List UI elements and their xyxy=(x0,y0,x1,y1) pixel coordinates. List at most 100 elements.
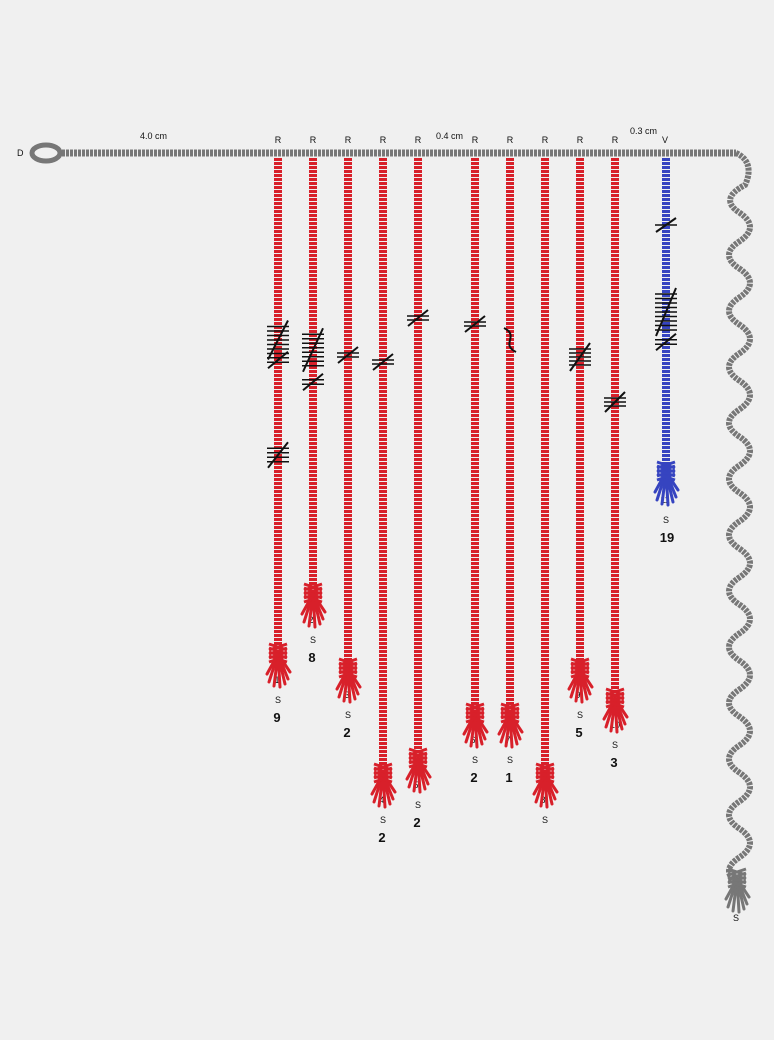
pendant-9-term: S xyxy=(577,710,583,720)
knot-slash-icon xyxy=(372,353,394,371)
knot-slash-icon xyxy=(407,309,429,327)
pendant-5-term: S xyxy=(415,800,421,810)
pendant-1-color-code: R xyxy=(275,135,282,145)
pendant-2-color-code: R xyxy=(310,135,317,145)
knots-1 xyxy=(267,320,289,469)
pendant-cord-1 xyxy=(265,158,292,689)
tassel-icon xyxy=(532,762,559,809)
primary-cord xyxy=(29,142,753,914)
pendant-4-value: 2 xyxy=(378,830,385,845)
pendant-10-term: S xyxy=(612,740,618,750)
knots-6 xyxy=(464,315,486,333)
pendant-10-value: 3 xyxy=(610,755,617,770)
pendant-3: R 3 S 2 xyxy=(343,135,351,740)
pendant-4-color-code: R xyxy=(380,135,387,145)
pendant-cord-4 xyxy=(370,158,397,809)
knots-7 xyxy=(503,327,517,353)
pendant-6-color-code: R xyxy=(472,135,479,145)
knot-slash-icon xyxy=(655,332,677,352)
pendant-6-value: 2 xyxy=(470,770,477,785)
pendant-11-term: S xyxy=(663,515,669,525)
knot-slash-icon xyxy=(604,391,626,413)
knot-slash-icon xyxy=(569,342,591,372)
pendant-1-term: S xyxy=(275,695,281,705)
knot-slash-icon xyxy=(267,441,289,469)
pendant-7-term: S xyxy=(507,755,513,765)
tassel-icon xyxy=(405,747,432,794)
pendant-10-color-code: R xyxy=(612,135,619,145)
pendant-11: V 11 S 19 xyxy=(660,135,674,545)
pendant-3-value: 2 xyxy=(343,725,350,740)
primary-cord-tail xyxy=(726,150,753,888)
pendant-cord-8 xyxy=(532,158,559,809)
knots-10 xyxy=(604,391,626,413)
pendant-cord-10 xyxy=(602,158,629,734)
tassel-icon xyxy=(653,460,680,507)
tassel-icon xyxy=(462,702,489,749)
pendant-8-term: S xyxy=(542,815,548,825)
pendant-7-value: 1 xyxy=(505,770,512,785)
knot-slash-icon xyxy=(302,327,324,373)
pendant-3-number: 3 xyxy=(344,690,349,700)
pendant-cord-7 xyxy=(497,158,524,749)
tassel-icon xyxy=(724,867,751,914)
spacing-label-1: 4.0 cm xyxy=(140,131,167,141)
pendant-3-color-code: R xyxy=(345,135,352,145)
pendant-1-value: 9 xyxy=(273,710,280,725)
pendant-1-number: 1 xyxy=(274,675,279,685)
knot-slash-icon xyxy=(655,287,677,337)
knots-3 xyxy=(337,346,359,364)
pendant-7-color-code: R xyxy=(507,135,514,145)
pendant-4-term: S xyxy=(380,815,386,825)
pendant-cord-3 xyxy=(335,158,362,704)
knots-5 xyxy=(407,309,429,327)
pendant-cord-6 xyxy=(462,158,489,749)
primary-end-tassel xyxy=(724,867,751,914)
pendant-6-term: S xyxy=(472,755,478,765)
pendant-2-term: S xyxy=(310,635,316,645)
spacing-label-3: 0.3 cm xyxy=(630,126,657,136)
primary-end-label: S xyxy=(733,913,739,923)
knot-slash-icon xyxy=(267,320,289,360)
pendant-3-term: S xyxy=(345,710,351,720)
figure-eight-knot-icon xyxy=(503,327,517,353)
pendant-5-color-code: R xyxy=(415,135,422,145)
pendant-9: R 9 S 5 xyxy=(575,135,583,740)
pendant-11-number: 11 xyxy=(660,495,669,505)
knot-slash-icon xyxy=(302,372,324,392)
spacing-label-2: 0.4 cm xyxy=(436,131,463,141)
knot-slash-icon xyxy=(464,315,486,333)
tassel-icon xyxy=(370,762,397,809)
pendant-cords xyxy=(265,158,680,809)
pendant-cord-9 xyxy=(567,158,594,704)
tassel-icon xyxy=(567,657,594,704)
pendant-11-color-code: V xyxy=(662,135,668,145)
pendant-8-color-code: R xyxy=(542,135,549,145)
pendant-5-value: 2 xyxy=(413,815,420,830)
tassel-icon xyxy=(265,642,292,689)
tassel-icon xyxy=(497,702,524,749)
pendant-4-number: 4 xyxy=(379,795,384,805)
pendant-9-value: 5 xyxy=(575,725,582,740)
tassel-icon xyxy=(300,582,327,629)
pendant-cord-2 xyxy=(300,158,327,629)
knots-9 xyxy=(569,342,591,372)
tassel-icon xyxy=(335,657,362,704)
pendant-2-value: 8 xyxy=(308,650,315,665)
pendant-10-number: 10 xyxy=(610,720,620,730)
knot-slash-icon xyxy=(655,217,677,233)
primary-start-label: D xyxy=(17,148,24,158)
knots-11 xyxy=(655,217,677,352)
tassel-icon xyxy=(602,687,629,734)
pendant-1: R 1 S 9 xyxy=(273,135,281,725)
pendant-cord-5 xyxy=(405,158,432,794)
pendant-cord-11 xyxy=(653,158,680,507)
pendant-10: R 10 S 3 xyxy=(610,135,620,770)
pendant-11-value: 19 xyxy=(660,530,674,545)
start-loop-icon xyxy=(29,142,63,164)
pendant-9-color-code: R xyxy=(577,135,584,145)
knot-slash-icon xyxy=(337,346,359,364)
knot-slash-icon xyxy=(267,350,289,370)
knots-2 xyxy=(302,327,324,392)
